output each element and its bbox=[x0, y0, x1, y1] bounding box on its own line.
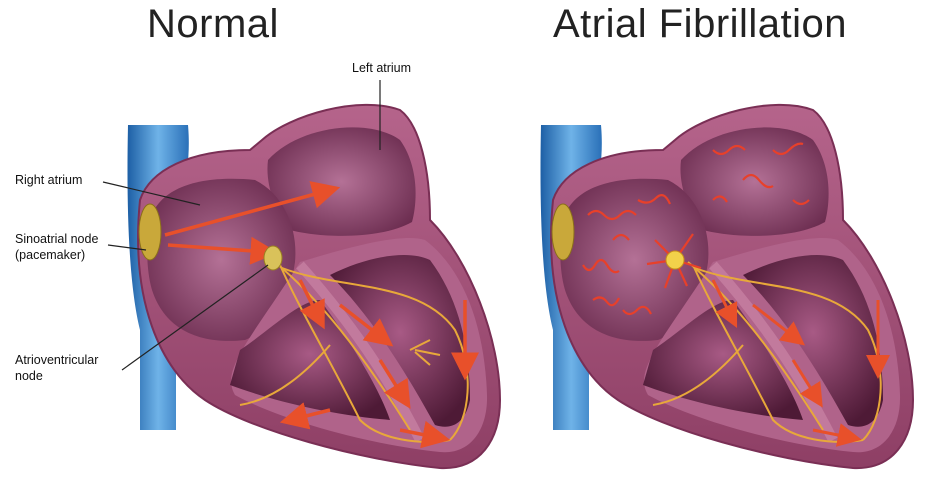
av-node-af bbox=[666, 251, 684, 269]
label-sinoatrial-node: Sinoatrial node bbox=[15, 231, 98, 247]
label-sinoatrial-node-sub: (pacemaker) bbox=[15, 247, 85, 263]
sinoatrial-node-af bbox=[552, 204, 574, 260]
label-right-atrium: Right atrium bbox=[15, 172, 82, 188]
left-atrium-chamber-af bbox=[680, 127, 828, 235]
normal-heart bbox=[103, 80, 500, 468]
af-heart bbox=[541, 105, 914, 468]
sinoatrial-node bbox=[139, 204, 161, 260]
label-atrioventricular-node-sub: node bbox=[15, 368, 43, 384]
label-atrioventricular-node: Atrioventricular bbox=[15, 352, 98, 368]
left-atrium-chamber-normal bbox=[267, 127, 415, 235]
label-left-atrium: Left atrium bbox=[352, 60, 411, 76]
